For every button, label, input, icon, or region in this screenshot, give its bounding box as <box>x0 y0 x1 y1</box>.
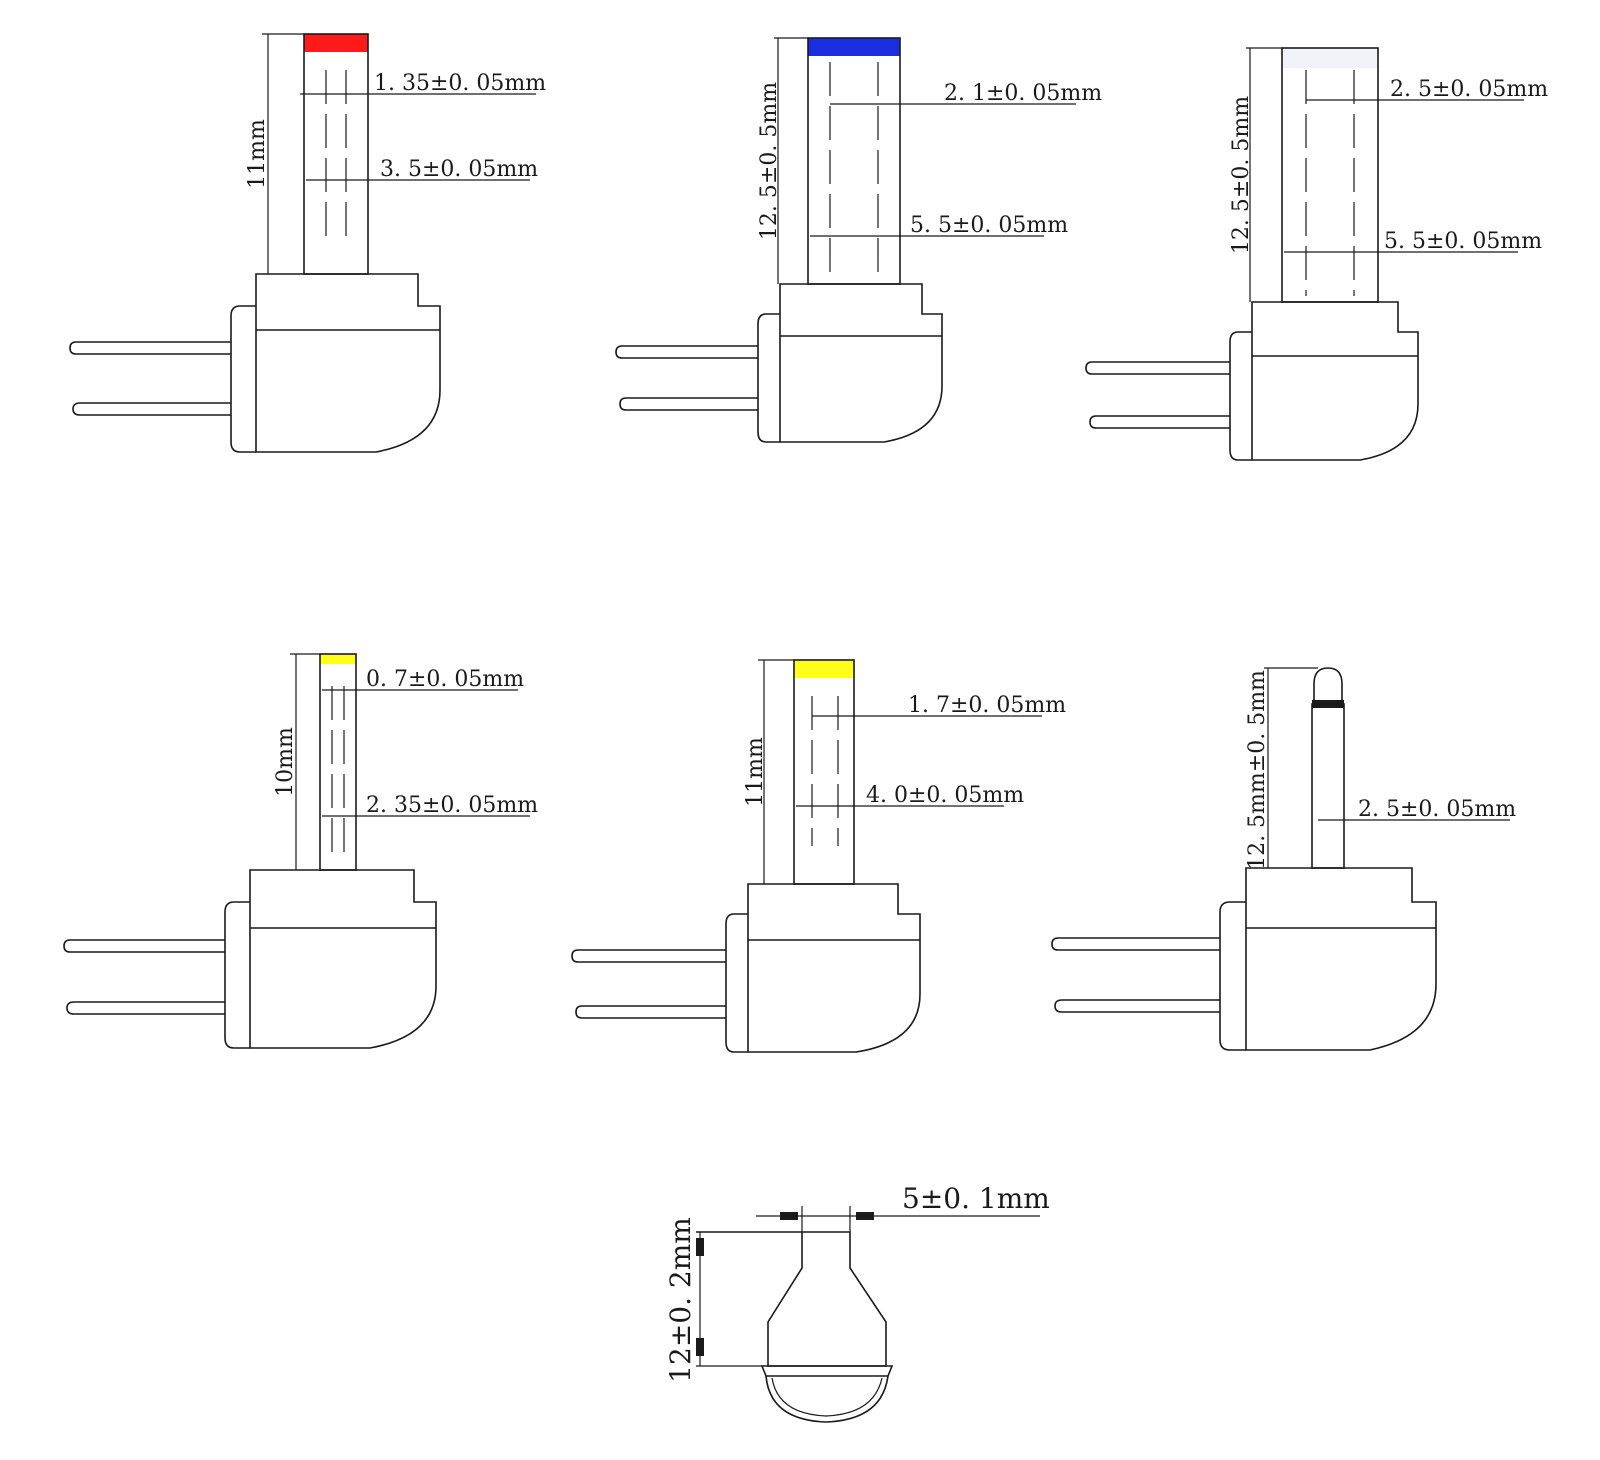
white-tip <box>1282 48 1378 68</box>
flange <box>725 913 748 1053</box>
pin <box>1051 937 1220 951</box>
housing <box>1245 867 1437 1051</box>
housing <box>255 273 441 453</box>
barrel <box>319 653 357 871</box>
red-tip <box>304 34 368 52</box>
pin <box>69 341 231 355</box>
bulb: 5±0. 1mm 12±0. 2mm <box>664 1182 1050 1423</box>
length-label: 10mm <box>273 727 298 797</box>
outer-label: 2. 35±0. 05mm <box>366 793 538 818</box>
bulb-dome <box>765 1375 889 1423</box>
housing <box>1251 301 1419 461</box>
bulb-body <box>767 1231 887 1367</box>
plug-2: 12. 5±0. 5mm 2. 1±0. 05mm 5. 5±0. 05mm <box>615 37 1102 443</box>
inner-label: 0. 7±0. 05mm <box>366 667 524 692</box>
outer-label: 2. 5±0. 05mm <box>1358 797 1516 822</box>
barrel <box>793 659 855 885</box>
jack-tip <box>1313 667 1343 704</box>
housing <box>747 883 921 1053</box>
length-label: 12. 5±0. 5mm <box>757 82 782 240</box>
outer-label: 5. 5±0. 05mm <box>1384 229 1542 254</box>
length-label: 12. 5±0. 5mm <box>1229 96 1254 254</box>
flange <box>757 313 780 443</box>
pin <box>66 1001 225 1015</box>
yellow-tip <box>320 654 356 664</box>
pin <box>615 345 758 359</box>
length-label: 11mm <box>743 737 768 807</box>
plug-3: 12. 5±0. 5mm 2. 5±0. 05mm 5. 5±0. 05mm <box>1085 47 1548 461</box>
flange <box>1219 901 1246 1051</box>
barrel <box>807 37 901 285</box>
pin <box>571 949 726 963</box>
pin <box>1054 999 1220 1013</box>
outer-label: 3. 5±0. 05mm <box>380 157 538 182</box>
inner-label: 1. 7±0. 05mm <box>908 693 1066 718</box>
housing <box>249 869 437 1049</box>
outer-label: 4. 0±0. 05mm <box>866 783 1024 808</box>
width-label: 5±0. 1mm <box>902 1182 1050 1215</box>
pin <box>619 397 758 411</box>
plug-1: 11mm 1. 35±0. 05mm 3. 5±0. 05mm <box>69 33 546 453</box>
outer-label: 5. 5±0. 05mm <box>910 213 1068 238</box>
arrow-mark <box>856 1212 874 1220</box>
jack-sleeve <box>1311 703 1345 869</box>
blue-tip <box>808 38 900 56</box>
plug-4: 10mm 0. 7±0. 05mm 2. 35±0. 05mm <box>63 653 538 1049</box>
plug-5: 11mm 1. 7±0. 05mm 4. 0±0. 05mm <box>571 659 1066 1053</box>
flange <box>1229 331 1252 461</box>
pin <box>1085 361 1230 375</box>
flange <box>230 305 256 453</box>
inner-label: 2. 1±0. 05mm <box>944 81 1102 106</box>
inner-label: 2. 5±0. 05mm <box>1390 77 1548 102</box>
pin <box>72 402 231 416</box>
arrow-mark <box>696 1238 704 1256</box>
plug-6: 12. 5mm±0. 5mm 2. 5±0. 05mm <box>1051 667 1516 1051</box>
barrel <box>303 33 369 275</box>
inner-label: 1. 35±0. 05mm <box>374 71 546 96</box>
pin <box>63 939 225 953</box>
arrow-mark <box>696 1338 704 1356</box>
pin <box>1089 415 1230 429</box>
arrow-mark <box>780 1212 798 1220</box>
yellow-tip <box>794 660 854 678</box>
pin <box>575 1005 726 1019</box>
height-label: 12±0. 2mm <box>664 1217 697 1383</box>
bulb-dome-inner <box>771 1377 883 1417</box>
flange <box>224 901 250 1049</box>
barrel <box>1281 47 1379 303</box>
length-label: 12. 5mm±0. 5mm <box>1245 670 1270 870</box>
bulb-rim <box>760 1365 894 1377</box>
housing <box>779 283 943 443</box>
length-label: 11mm <box>245 119 270 189</box>
